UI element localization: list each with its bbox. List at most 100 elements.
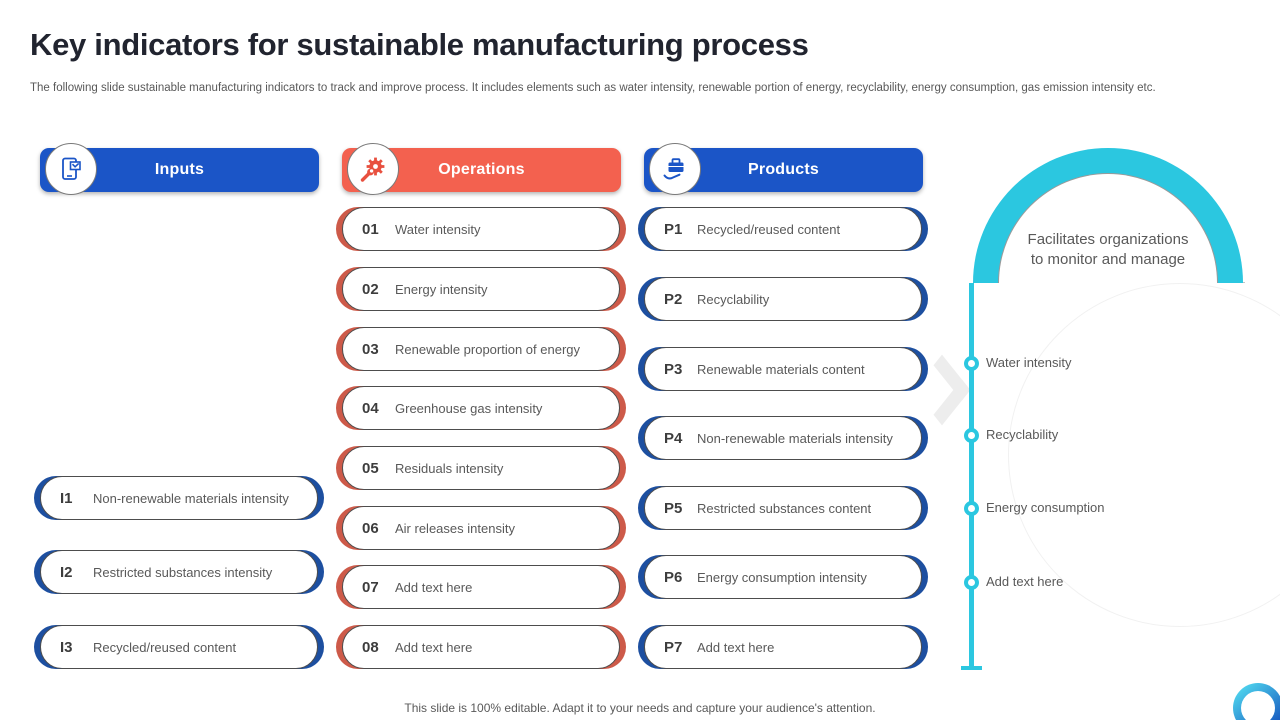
item-number: I3 — [60, 638, 73, 656]
item-label: Recycled/reused content — [697, 221, 841, 237]
callout-line1: Facilitates organizations — [1027, 230, 1189, 248]
pill-face: 01 Water intensity — [342, 207, 620, 251]
timeline-line — [969, 283, 974, 668]
timeline-dot[interactable] — [964, 356, 979, 371]
item-label: Residuals intensity — [395, 460, 504, 476]
column-header-products[interactable]: Products — [644, 143, 923, 195]
pill-face: P5 Restricted substances content — [644, 486, 922, 530]
timeline-label[interactable]: Recyclability — [986, 427, 1059, 442]
hand-briefcase-icon — [649, 143, 701, 195]
gear-wrench-icon — [347, 143, 399, 195]
item-label: Restricted substances content — [697, 500, 872, 516]
pill-face: 06 Air releases intensity — [342, 506, 620, 550]
item-label: Non-renewable materials intensity — [93, 490, 289, 506]
item-label: Recycled/reused content — [93, 639, 237, 655]
pill-face: 03 Renewable proportion of energy — [342, 327, 620, 371]
list-item-operation[interactable]: 07 Add text here — [336, 565, 626, 609]
timeline-dot[interactable] — [964, 501, 979, 516]
pill-face: P6 Energy consumption intensity — [644, 555, 922, 599]
item-label: Energy consumption intensity — [697, 569, 867, 585]
pill-face: 07 Add text here — [342, 565, 620, 609]
column-header-operations[interactable]: Operations — [342, 143, 621, 195]
item-label: Recyclability — [697, 291, 770, 307]
timeline-dot[interactable] — [964, 428, 979, 443]
pill-face: I3 Recycled/reused content — [40, 625, 318, 669]
item-number: 08 — [362, 638, 379, 656]
pill-face: 02 Energy intensity — [342, 267, 620, 311]
item-number: P7 — [664, 638, 683, 656]
timeline-label[interactable]: Add text here — [986, 574, 1064, 589]
list-item-product[interactable]: P6 Energy consumption intensity — [638, 555, 928, 599]
item-number: 03 — [362, 340, 379, 358]
timeline-label[interactable]: Energy consumption — [986, 500, 1105, 515]
item-label: Greenhouse gas intensity — [395, 400, 543, 416]
item-number: P6 — [664, 568, 683, 586]
pill-face: I2 Restricted substances intensity — [40, 550, 318, 594]
list-item-operation[interactable]: 02 Energy intensity — [336, 267, 626, 311]
footer-note: This slide is 100% editable. Adapt it to… — [404, 701, 876, 715]
item-number: P5 — [664, 499, 683, 517]
pill-face: P4 Non-renewable materials intensity — [644, 416, 922, 460]
item-label: Add text here — [395, 579, 473, 595]
list-item-product[interactable]: P2 Recyclability — [638, 277, 928, 321]
item-number: 06 — [362, 519, 379, 537]
pill-face: I1 Non-renewable materials intensity — [40, 476, 318, 520]
item-number: 01 — [362, 220, 379, 238]
item-number: P2 — [664, 290, 683, 308]
list-item-product[interactable]: P3 Renewable materials content — [638, 347, 928, 391]
list-item-operation[interactable]: 06 Air releases intensity — [336, 506, 626, 550]
timeline-label[interactable]: Water intensity — [986, 355, 1072, 370]
list-item-operation[interactable]: 04 Greenhouse gas intensity — [336, 386, 626, 430]
item-number: P3 — [664, 360, 683, 378]
callout-line2: to monitor and manage — [1030, 250, 1186, 268]
corner-circle-inner — [1241, 691, 1275, 720]
item-number: I1 — [60, 489, 73, 507]
item-label: Water intensity — [395, 221, 481, 237]
item-number: I2 — [60, 563, 73, 581]
item-label: Restricted substances intensity — [93, 564, 273, 580]
page-title: Key indicators for sustainable manufactu… — [30, 27, 809, 62]
list-item-operation[interactable]: 01 Water intensity — [336, 207, 626, 251]
item-number: 04 — [362, 399, 379, 417]
column-header-label: Products — [748, 161, 819, 178]
item-label: Add text here — [395, 639, 473, 655]
list-item-operation[interactable]: 08 Add text here — [336, 625, 626, 669]
item-label: Add text here — [697, 639, 775, 655]
item-number: 05 — [362, 459, 379, 477]
callout-arch[interactable]: Facilitates organizations to monitor and… — [973, 148, 1243, 283]
page-subtitle: The following slide sustainable manufact… — [30, 82, 1156, 94]
item-number: P1 — [664, 220, 683, 238]
pill-face: P7 Add text here — [644, 625, 922, 669]
item-label: Renewable materials content — [697, 361, 865, 377]
item-label: Energy intensity — [395, 281, 488, 297]
list-item-operation[interactable]: 05 Residuals intensity — [336, 446, 626, 490]
pill-face: P3 Renewable materials content — [644, 347, 922, 391]
corner-circle-decoration — [1233, 683, 1280, 720]
item-number: 02 — [362, 280, 379, 298]
timeline-line-foot — [961, 666, 982, 670]
callout-text: Facilitates organizations to monitor and… — [1028, 230, 1189, 284]
list-item-product[interactable]: P5 Restricted substances content — [638, 486, 928, 530]
item-number: 07 — [362, 578, 379, 596]
pill-face: 04 Greenhouse gas intensity — [342, 386, 620, 430]
column-header-label: Inputs — [154, 161, 205, 178]
timeline-dot[interactable] — [964, 575, 979, 590]
column-header-inputs[interactable]: Inputs — [40, 143, 319, 195]
list-item-product[interactable]: P7 Add text here — [638, 625, 928, 669]
column-header-label: Operations — [438, 161, 525, 178]
item-label: Non-renewable materials intensity — [697, 430, 893, 446]
arch-inner: Facilitates organizations to monitor and… — [998, 173, 1218, 283]
list-item-input[interactable]: I2 Restricted substances intensity — [34, 550, 324, 594]
list-item-product[interactable]: P4 Non-renewable materials intensity — [638, 416, 928, 460]
list-item-input[interactable]: I3 Recycled/reused content — [34, 625, 324, 669]
item-label: Air releases intensity — [395, 520, 515, 536]
item-label: Renewable proportion of energy — [395, 341, 581, 357]
tablet-feedback-icon — [45, 143, 97, 195]
pill-face: P1 Recycled/reused content — [644, 207, 922, 251]
list-item-input[interactable]: I1 Non-renewable materials intensity — [34, 476, 324, 520]
list-item-product[interactable]: P1 Recycled/reused content — [638, 207, 928, 251]
list-item-operation[interactable]: 03 Renewable proportion of energy — [336, 327, 626, 371]
pill-face: 08 Add text here — [342, 625, 620, 669]
item-number: P4 — [664, 429, 683, 447]
